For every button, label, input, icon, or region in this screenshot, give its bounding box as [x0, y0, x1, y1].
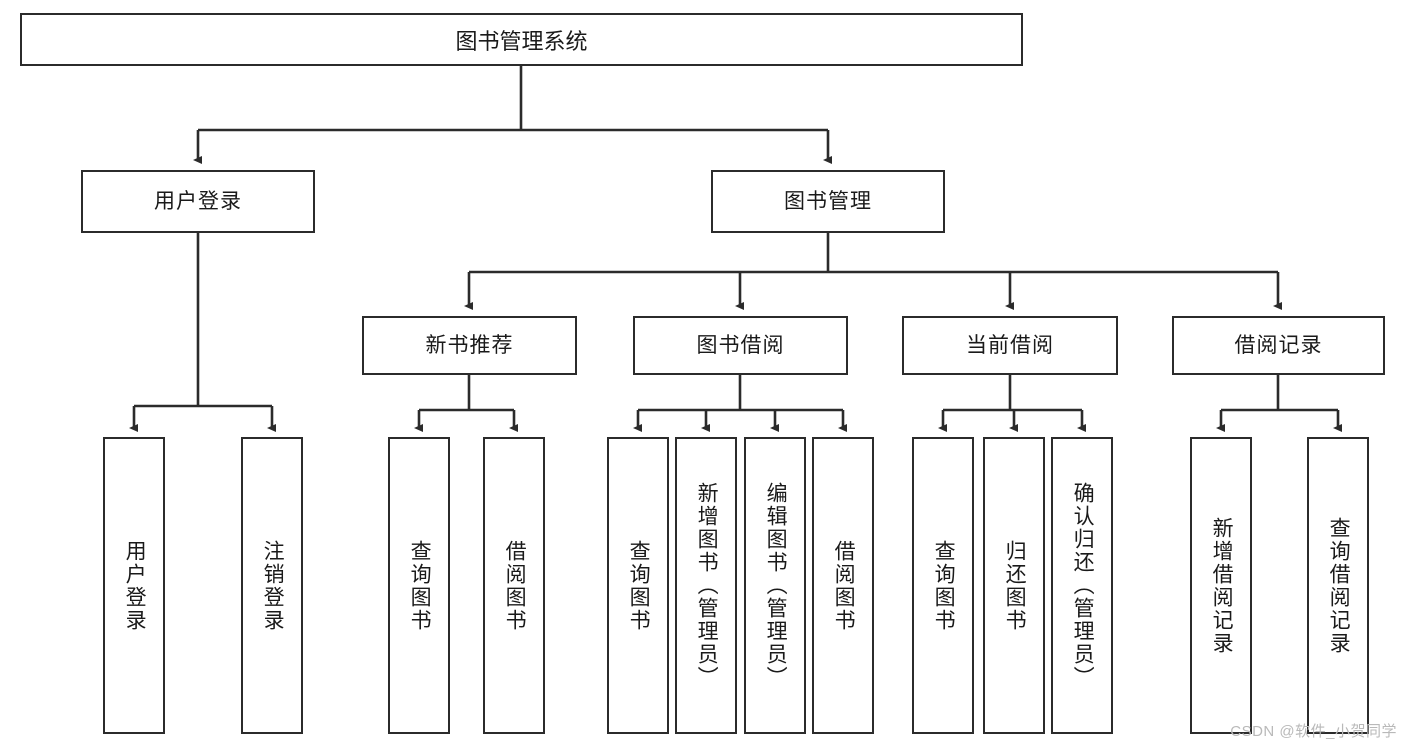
leaf-user-login[interactable]: 用户登录	[103, 437, 165, 734]
node-book-borrow-label: 图书借阅	[696, 333, 785, 357]
leaf-query-record-label: 查询借阅记录	[1327, 516, 1351, 655]
leaf-query-record[interactable]: 查询借阅记录	[1307, 437, 1369, 734]
leaf-logout-label: 注销登录	[261, 539, 285, 632]
leaf-add-book-label: 新增图书（管理员）	[695, 482, 719, 689]
node-root[interactable]: 图书管理系统	[20, 13, 1023, 66]
node-borrow-record-label: 借阅记录	[1234, 333, 1323, 357]
leaf-query-book-3-label: 查询图书	[932, 539, 956, 632]
watermark: CSDN @软件_小贺同学	[1230, 723, 1397, 740]
leaf-add-record[interactable]: 新增借阅记录	[1190, 437, 1252, 734]
leaf-confirm-return-label: 确认归还（管理员）	[1071, 482, 1095, 689]
leaf-return-book-label: 归还图书	[1003, 539, 1027, 632]
leaf-query-book-2-label: 查询图书	[627, 539, 651, 632]
leaf-add-record-label: 新增借阅记录	[1210, 516, 1234, 655]
node-root-label: 图书管理系统	[455, 28, 588, 54]
leaf-confirm-return[interactable]: 确认归还（管理员）	[1051, 437, 1113, 734]
leaf-user-login-label: 用户登录	[123, 539, 147, 632]
node-borrow-record[interactable]: 借阅记录	[1172, 316, 1385, 375]
leaf-return-book[interactable]: 归还图书	[983, 437, 1045, 734]
node-book-manage-label: 图书管理	[784, 189, 872, 213]
node-user-login[interactable]: 用户登录	[81, 170, 315, 233]
leaf-edit-book[interactable]: 编辑图书（管理员）	[744, 437, 806, 734]
node-user-login-label: 用户登录	[154, 189, 242, 213]
leaf-borrow-book-2[interactable]: 借阅图书	[812, 437, 874, 734]
leaf-edit-book-label: 编辑图书（管理员）	[764, 482, 788, 689]
node-current-borrow[interactable]: 当前借阅	[902, 316, 1118, 375]
leaf-borrow-book-2-label: 借阅图书	[832, 539, 856, 632]
leaf-borrow-book-1-label: 借阅图书	[503, 539, 527, 632]
leaf-query-book-1[interactable]: 查询图书	[388, 437, 450, 734]
leaf-borrow-book-1[interactable]: 借阅图书	[483, 437, 545, 734]
leaf-query-book-3[interactable]: 查询图书	[912, 437, 974, 734]
leaf-logout[interactable]: 注销登录	[241, 437, 303, 734]
leaf-add-book[interactable]: 新增图书（管理员）	[675, 437, 737, 734]
node-book-borrow[interactable]: 图书借阅	[633, 316, 848, 375]
leaf-query-book-2[interactable]: 查询图书	[607, 437, 669, 734]
node-book-manage[interactable]: 图书管理	[711, 170, 945, 233]
node-new-book-recommend-label: 新书推荐	[425, 333, 514, 357]
leaf-query-book-1-label: 查询图书	[408, 539, 432, 632]
node-new-book-recommend[interactable]: 新书推荐	[362, 316, 577, 375]
node-current-borrow-label: 当前借阅	[966, 333, 1054, 357]
